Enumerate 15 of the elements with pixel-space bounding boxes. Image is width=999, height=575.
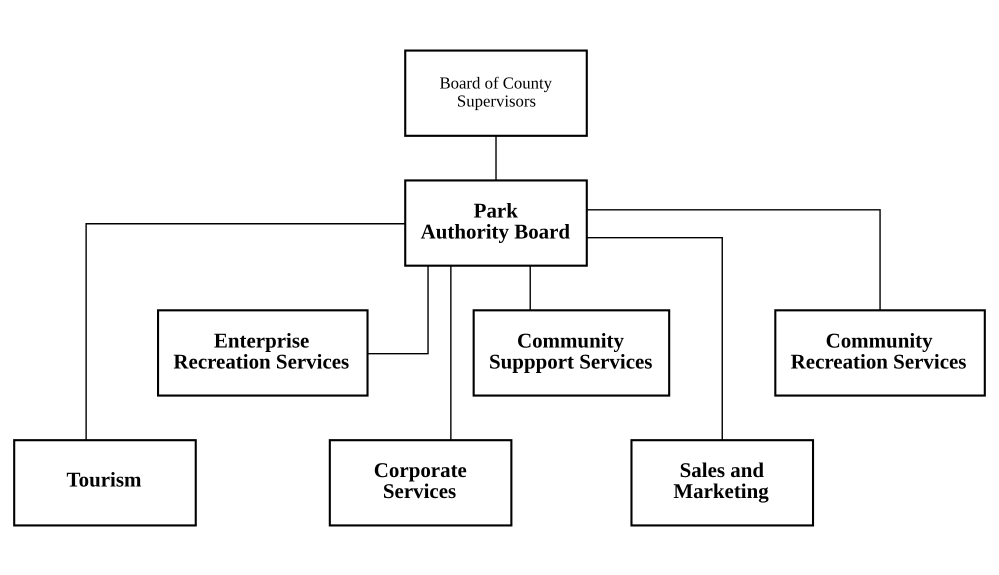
connector — [368, 265, 429, 354]
connector — [450, 265, 452, 440]
connector — [85, 222, 406, 440]
node-box: Board of County Supervisors — [404, 49, 588, 136]
connector — [587, 208, 881, 310]
connector — [587, 236, 723, 440]
connector — [495, 136, 497, 180]
node-box: Corporate Services — [328, 438, 512, 526]
node-box: Tourism — [13, 438, 197, 526]
node-box: Community Recreation Services — [774, 308, 986, 396]
connector — [530, 265, 531, 310]
node-box: Park Authority Board — [404, 178, 588, 266]
node-box: Community Suppport Services — [472, 308, 670, 396]
node-box: Enterprise Recreation Services — [157, 308, 369, 396]
node-box: Sales and Marketing — [630, 438, 814, 526]
